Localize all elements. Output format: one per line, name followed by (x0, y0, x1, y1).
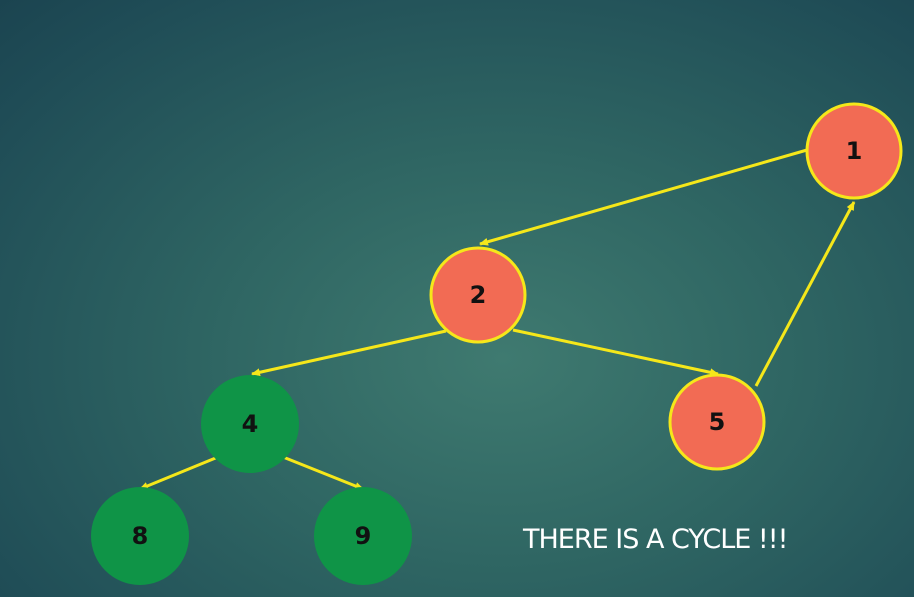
edge-1-to-2 (479, 148, 808, 246)
node-4-circle (201, 375, 299, 473)
node-9-label: 9 (355, 522, 372, 550)
cycle-caption: THERE IS A CYCLE !!! (523, 524, 788, 555)
node-5-label: 5 (709, 408, 726, 436)
node-2-label: 2 (470, 281, 487, 309)
node-5: 5 (668, 373, 766, 471)
edge-4-to-9 (282, 455, 364, 491)
node-8-label: 8 (132, 522, 149, 550)
node-2: 2 (429, 246, 527, 344)
node-5-circle (668, 373, 766, 471)
edge-4-to-8 (139, 455, 219, 491)
node-9: 9 (314, 487, 412, 585)
edges (139, 148, 856, 491)
node-2-circle (429, 246, 527, 344)
node-8: 8 (91, 487, 189, 585)
node-1-label: 1 (846, 137, 863, 165)
node-4-label: 4 (242, 410, 259, 438)
node-1: 1 (805, 102, 903, 200)
node-1-circle (805, 102, 903, 200)
edge-5-to-1 (754, 201, 856, 387)
edge-2-to-4 (251, 329, 447, 377)
node-4: 4 (201, 375, 299, 473)
node-9-circle (314, 487, 412, 585)
edge-2-to-5 (512, 328, 719, 377)
node-8-circle (91, 487, 189, 585)
